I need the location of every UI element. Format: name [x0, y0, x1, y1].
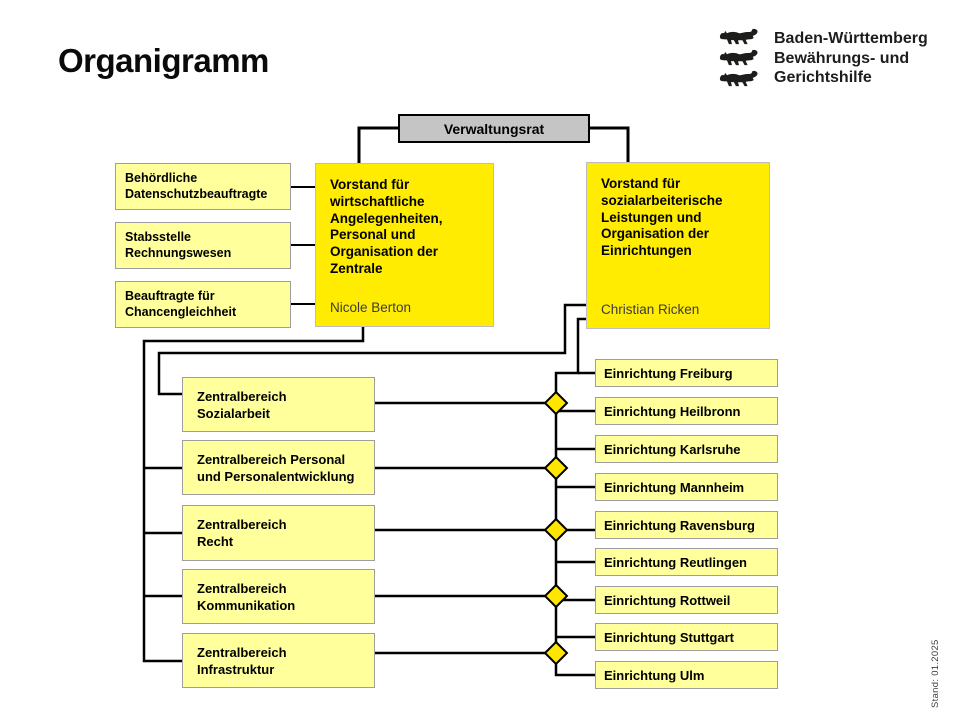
- node-zentralbereich-infrastruktur: Zentralbereich Infrastruktur: [182, 633, 375, 688]
- vorstand-sozial-person: Christian Ricken: [601, 302, 700, 317]
- stand-note: Stand: 01.2025: [930, 639, 941, 708]
- vorstand-wirtschaft-person: Nicole Berton: [330, 300, 412, 315]
- node-zentralbereich-sozialarbeit: Zentralbereich Sozialarbeit: [182, 377, 375, 432]
- logo-org-name: Baden-Württemberg Bewährungs- und Gerich…: [774, 30, 928, 86]
- node-einrichtung-heilbronn: Einrichtung Heilbronn: [595, 397, 778, 425]
- vorstand-wirtschaft-title: Vorstand für wirtschaftliche Angelegenhe…: [330, 177, 443, 276]
- node-einrichtung-mannheim: Einrichtung Mannheim: [595, 473, 778, 501]
- node-einrichtung-freiburg: Einrichtung Freiburg: [595, 359, 778, 387]
- node-einrichtung-rottweil: Einrichtung Rottweil: [595, 586, 778, 614]
- node-einrichtung-ravensburg: Einrichtung Ravensburg: [595, 511, 778, 539]
- node-stabsstelle-datenschutz: Behördliche Datenschutzbeauftragte: [115, 163, 291, 210]
- node-einrichtung-stuttgart: Einrichtung Stuttgart: [595, 623, 778, 651]
- node-einrichtung-ulm: Einrichtung Ulm: [595, 661, 778, 689]
- node-einrichtung-karlsruhe: Einrichtung Karlsruhe: [595, 435, 778, 463]
- node-stabsstelle-rechnungswesen: Stabsstelle Rechnungswesen: [115, 222, 291, 269]
- node-stabsstelle-chancengleichheit: Beauftragte für Chancengleichheit: [115, 281, 291, 328]
- node-vorstand-wirtschaft: Vorstand für wirtschaftliche Angelegenhe…: [315, 163, 494, 327]
- junction-diamond: [543, 640, 569, 666]
- node-zentralbereich-recht: Zentralbereich Recht: [182, 505, 375, 561]
- node-vorstand-sozial: Vorstand für sozialarbeiterische Leistun…: [586, 162, 770, 329]
- page-title: Organigramm: [58, 42, 269, 79]
- node-zentralbereich-kommunikation: Zentralbereich Kommunikation: [182, 569, 375, 624]
- junction-diamond: [543, 517, 569, 543]
- junction-diamond: [543, 455, 569, 481]
- vorstand-sozial-title: Vorstand für sozialarbeiterische Leistun…: [601, 176, 723, 259]
- node-zentralbereich-personal: Zentralbereich Personal und Personalentw…: [182, 440, 375, 495]
- org-logo: Baden-Württemberg Bewährungs- und Gerich…: [718, 28, 928, 90]
- node-einrichtung-reutlingen: Einrichtung Reutlingen: [595, 548, 778, 576]
- junction-diamond: [543, 390, 569, 416]
- junction-diamond: [543, 583, 569, 609]
- node-verwaltungsrat: Verwaltungsrat: [398, 114, 590, 143]
